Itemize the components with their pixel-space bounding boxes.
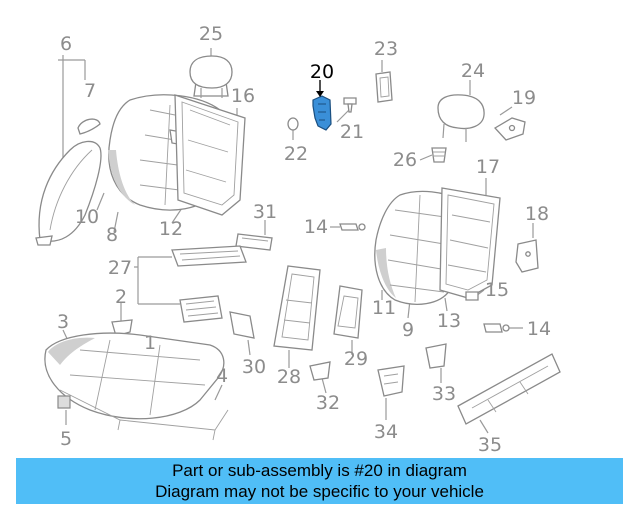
part-17-backrest-frame [439,187,501,299]
callout-14-upper: 14 [304,216,328,238]
callout-20: 20 [310,61,334,83]
callout-2: 2 [115,286,127,308]
part-34-bracket [377,365,405,397]
callout-34: 34 [374,421,398,443]
caption-line-2: Diagram may not be specific to your vehi… [155,482,484,501]
callout-23: 23 [374,38,398,60]
parts-diagram: 6 7 25 16 20 23 24 19 21 22 26 17 10 8 1… [35,23,561,455]
callout-13: 13 [437,310,461,332]
callout-16: 16 [231,85,255,107]
callout-31: 31 [253,201,277,223]
callout-7: 7 [84,80,96,102]
part-4-seat-frame [59,389,229,441]
callout-33: 33 [432,383,456,405]
part-15-bolt [465,291,479,301]
callout-10: 10 [75,206,99,228]
callout-32: 32 [316,392,340,414]
callout-26: 26 [393,149,417,171]
part-22-washer [287,117,299,131]
callout-1: 1 [144,332,156,354]
part-24-headrest [437,94,485,142]
callout-5: 5 [60,428,72,450]
part-29-panel [333,285,363,339]
callout-15: 15 [485,279,509,301]
callout-9: 9 [402,319,414,341]
part-35-side-bolster [457,353,561,425]
callout-30: 30 [242,356,266,378]
part-25-headrest [189,55,233,98]
part-14-screw-upper [339,223,366,231]
caption-banner: Part or sub-assembly is #20 in diagram D… [16,458,623,504]
callout-35: 35 [478,434,502,455]
part-14-screw-lower [483,323,510,333]
part-27-armrest-cover [171,245,247,267]
callout-28: 28 [277,366,301,388]
part-18-bracket [515,239,539,273]
part-7-clip [77,118,101,135]
part-6-side-trim [35,140,102,246]
callout-25: 25 [199,23,223,45]
part-9-right-backrest [374,190,461,305]
part-19-bracket [493,117,526,141]
callout-14-lower: 14 [527,318,551,340]
callout-11: 11 [372,297,396,319]
part-2-bracket [111,319,133,337]
callout-12: 12 [159,218,183,240]
callout-17: 17 [476,156,500,178]
callout-labels: 6 7 25 16 20 23 24 19 21 22 26 17 10 8 1… [57,23,551,455]
callout-22: 22 [284,143,308,165]
part-20-highlighted[interactable] [312,80,332,131]
part-30-cover [229,311,255,339]
part-33-bracket [425,343,447,369]
callout-3: 3 [57,311,69,333]
part-21-bolt [343,97,357,113]
caption-line-1: Part or sub-assembly is #20 in diagram [172,461,467,480]
part-32-bracket [309,361,331,381]
part-27-armrest-insert [179,295,223,323]
part-28-panel [273,265,321,351]
part-31-trim-strip [235,233,273,251]
callout-29: 29 [344,348,368,370]
part-1-seat-cushion [44,332,225,420]
callout-21: 21 [340,121,364,143]
callout-19: 19 [512,87,536,109]
callout-8: 8 [106,224,118,246]
part-23-trim-cover [375,71,393,103]
callout-27: 27 [108,257,132,279]
part-26-guide [431,147,447,163]
callout-4: 4 [216,365,228,387]
callout-6: 6 [60,33,72,55]
part-5-clip [57,395,71,409]
callout-18: 18 [525,203,549,225]
callout-24: 24 [461,60,485,82]
